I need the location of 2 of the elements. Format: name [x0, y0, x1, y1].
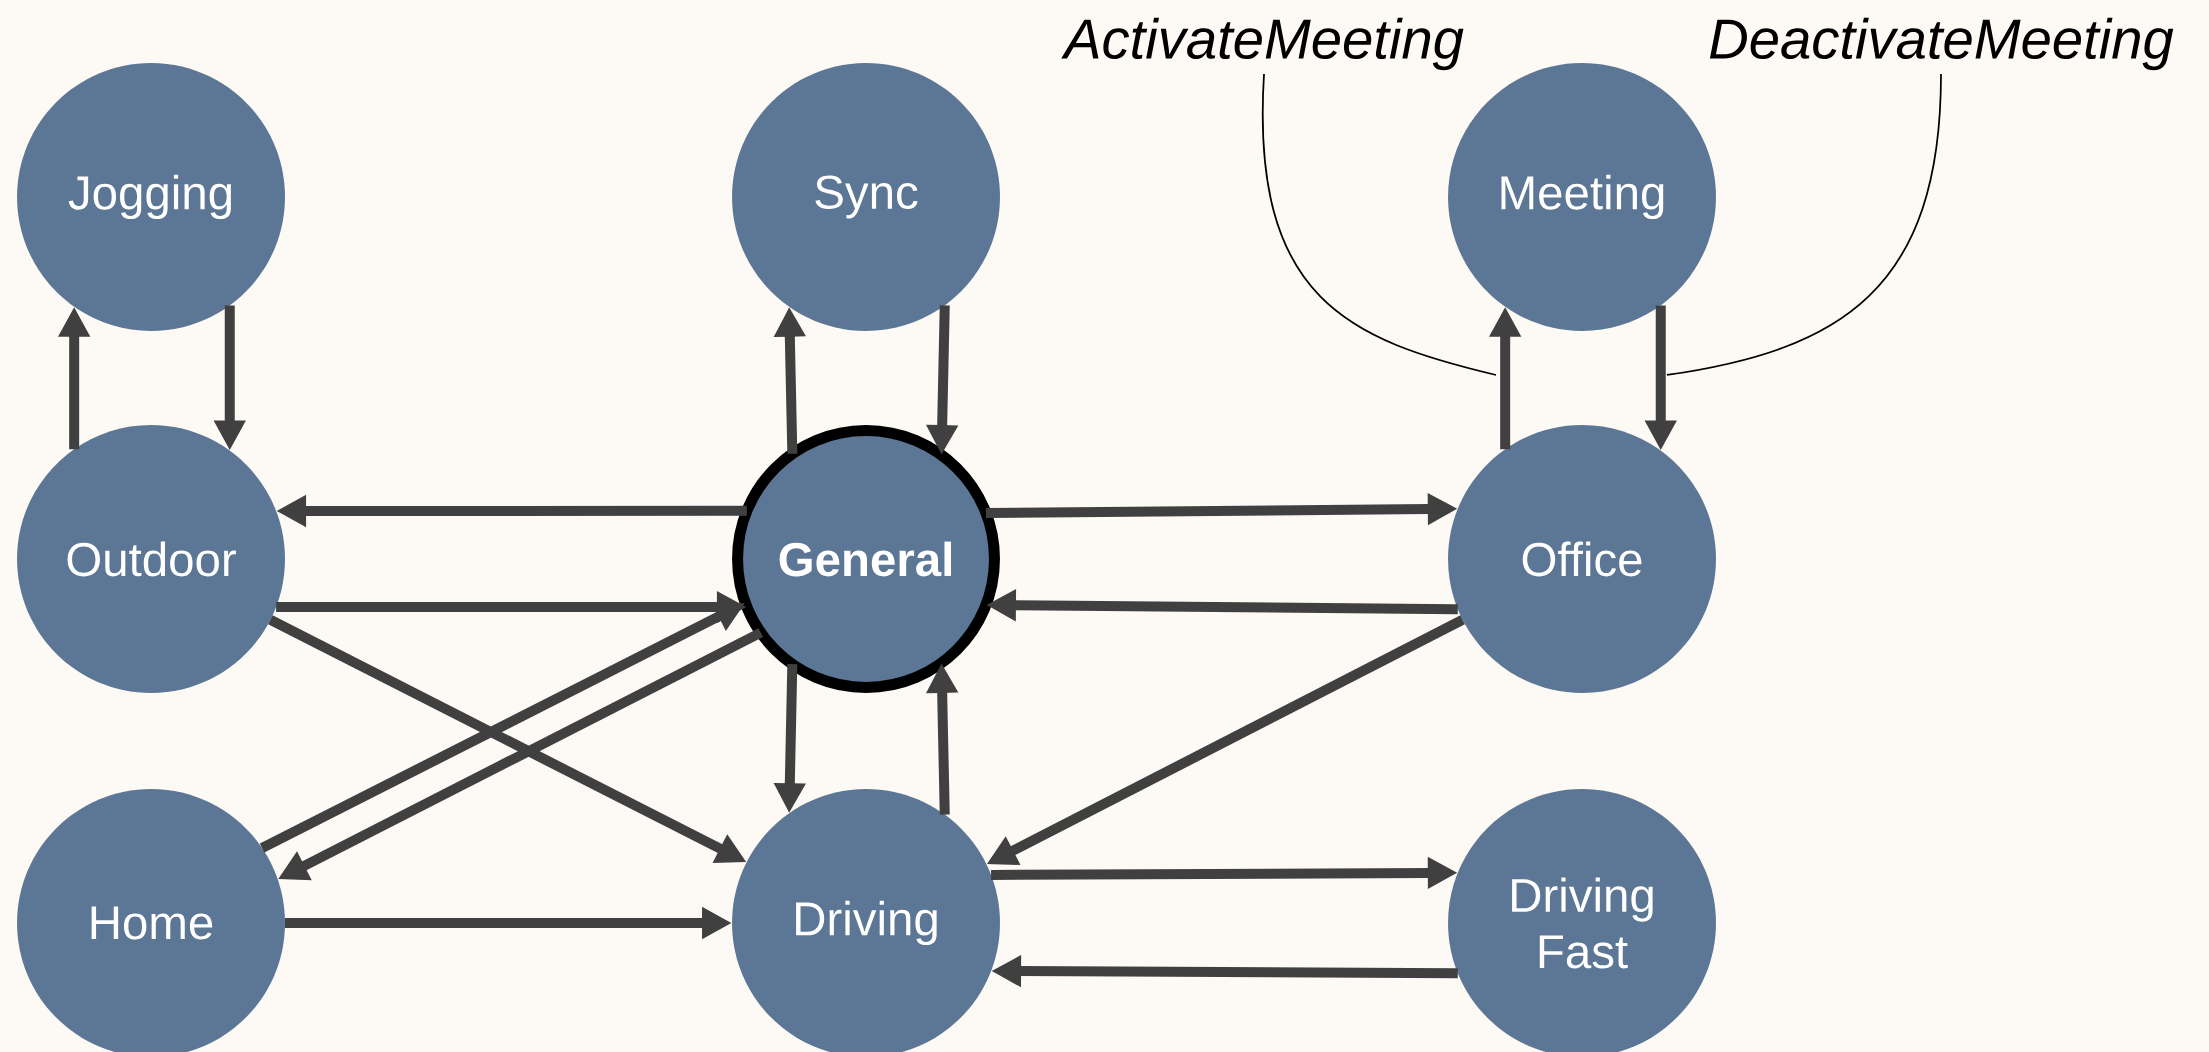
leader-line — [1261, 73, 1497, 376]
leader-line — [1666, 73, 1942, 376]
